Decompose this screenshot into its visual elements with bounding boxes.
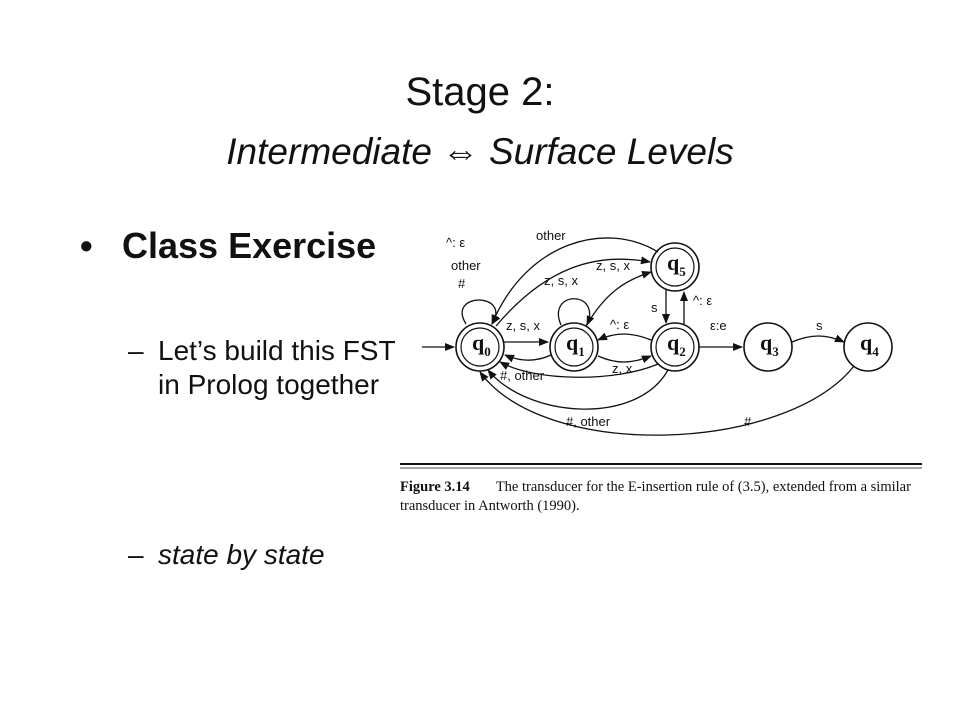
edge-q0-self — [461, 299, 501, 325]
label-q2-to-q0-mid: z, x — [612, 361, 633, 376]
svg-text:q0: q0 — [472, 330, 491, 359]
caption-text: The transducer for the E-insertion rule … — [400, 479, 911, 514]
edge-q1-to-q0 — [504, 354, 552, 363]
title-line-2: Intermediate⇔Surface Levels — [0, 131, 960, 173]
label-q0-to-q1: z, s, x — [506, 318, 540, 333]
fst-diagram: q0 q1 q2 q3 q4 q5 — [400, 228, 922, 469]
label-q3-to-q4: s — [816, 318, 823, 333]
state-q1: q1 — [549, 322, 599, 372]
state-letter: q — [667, 330, 680, 355]
label-q0-self-2: other — [451, 258, 481, 273]
sub-bullet-build-fst: – Let’s build this FST in Prolog togethe… — [128, 334, 398, 402]
double-arrow-icon: ⇔ — [441, 131, 479, 172]
label-q0-self-1: ^: ε — [446, 235, 465, 250]
svg-text:q2: q2 — [667, 330, 686, 359]
state-q4: q4 — [843, 322, 893, 372]
state-index: 0 — [484, 344, 491, 359]
label-q2-to-q3: ε:e — [710, 318, 727, 333]
bullet-text: Class Exercise — [122, 225, 377, 266]
state-letter: q — [860, 330, 873, 355]
label-q2-to-q5: ^: ε — [693, 293, 712, 308]
svg-text:q5: q5 — [667, 250, 686, 279]
caption-label: Figure 3.14 — [400, 479, 470, 495]
state-q2: q2 — [650, 322, 700, 372]
label-q0-to-q5: z, s, x — [596, 258, 630, 273]
edge-q2-to-q1 — [597, 332, 652, 341]
sub-bullet-text: Let’s build this FST in Prolog together — [158, 335, 396, 400]
svg-text:q3: q3 — [760, 330, 779, 359]
state-q0: q0 — [455, 322, 505, 372]
slide-title: Stage 2: Intermediate⇔Surface Levels — [0, 70, 960, 173]
state-index: 1 — [578, 344, 585, 359]
label-q1-self: z, s, x — [544, 273, 578, 288]
state-index: 5 — [679, 264, 686, 279]
fst-figure: q0 q1 q2 q3 q4 q5 — [396, 212, 926, 532]
edge-q4-to-q0 — [479, 365, 855, 436]
title-line-1: Stage 2: — [405, 70, 555, 114]
svg-text:q4: q4 — [860, 330, 879, 359]
edge-q1-to-q5 — [585, 270, 652, 327]
state-letter: q — [566, 330, 579, 355]
label-q2-to-q1: ^: ε — [610, 317, 629, 332]
state-letter: q — [472, 330, 485, 355]
edge-q1-self — [557, 298, 595, 326]
state-letter: q — [760, 330, 773, 355]
state-q3: q3 — [743, 322, 793, 372]
state-index: 3 — [772, 344, 779, 359]
dash-marker: – — [128, 335, 144, 366]
edge-q0-to-q5 — [495, 256, 651, 327]
edge-q1-to-q2 — [597, 355, 652, 364]
label-q0-self-3: # — [458, 276, 466, 291]
sub-bullet-text: state by state — [158, 539, 325, 570]
dash-marker: – — [128, 539, 144, 570]
label-q2-bottom-to-q0: #, other — [566, 414, 611, 429]
title-right-text: Surface Levels — [488, 131, 734, 172]
bullet-class-exercise: • Class Exercise — [80, 222, 386, 270]
sub-bullet-state-by-state: – state by state — [128, 538, 398, 572]
edge-q3-to-q4 — [791, 334, 845, 343]
state-letter: q — [667, 250, 680, 275]
bullet-dot-icon: • — [80, 225, 93, 266]
label-q1-to-q0: #, other — [500, 368, 545, 383]
edge-q2-to-q0 — [499, 361, 659, 378]
state-q5: q5 — [650, 242, 700, 292]
edge-q5-to-q0 — [491, 237, 659, 325]
state-index: 2 — [679, 344, 686, 359]
state-index: 4 — [872, 344, 879, 359]
label-q5-to-q2: s — [651, 300, 658, 315]
svg-text:q1: q1 — [566, 330, 585, 359]
edge-q2-bottom-to-q0 — [487, 369, 669, 410]
label-q5-to-q0: other — [536, 228, 566, 243]
label-q4-to-q0: # — [744, 414, 752, 429]
title-left-text: Intermediate — [226, 131, 432, 172]
